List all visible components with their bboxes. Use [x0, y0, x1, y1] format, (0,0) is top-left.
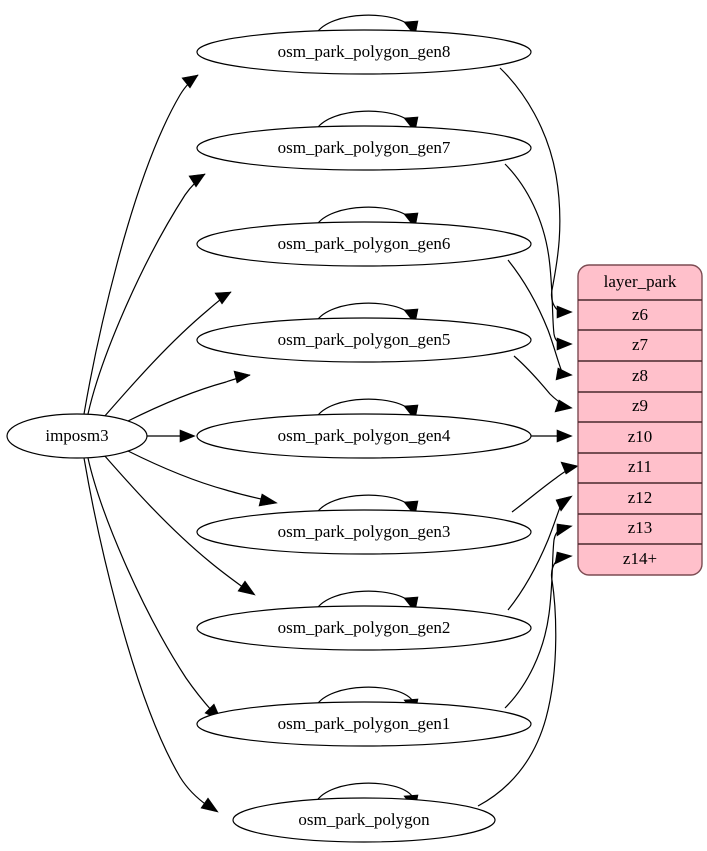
gen5-ellipse[interactable]	[196, 317, 532, 363]
imposm3-ellipse[interactable]	[6, 413, 148, 459]
gen7-ellipse[interactable]	[196, 125, 532, 171]
edge-imposm3-to-gen8	[83, 74, 199, 415]
gen3-label: osm_park_polygon_gen3	[278, 522, 451, 541]
gen2-label: osm_park_polygon_gen2	[278, 618, 451, 637]
gen4-ellipse[interactable]	[196, 413, 532, 459]
node-osm-park-polygon-gen5[interactable]: osm_park_polygon_gen5	[196, 317, 532, 363]
gen2-ellipse[interactable]	[196, 605, 532, 651]
edge-imposm3-to-gen4	[147, 429, 196, 443]
edge-gen3-to-z11	[511, 461, 579, 513]
gen1-label: osm_park_polygon_gen1	[278, 714, 451, 733]
node-osm-park-polygon-gen8[interactable]: osm_park_polygon_gen8	[196, 29, 532, 75]
table-row-z6[interactable]: z6	[632, 305, 648, 324]
edge-imposm3-to-gen5	[125, 370, 251, 423]
table-row-z14plus[interactable]: z14+	[623, 549, 657, 568]
layer-park-title: layer_park	[604, 272, 677, 291]
gen1-ellipse[interactable]	[196, 701, 532, 747]
edge-imposm3-to-gen1	[87, 457, 222, 721]
gen6-label: osm_park_polygon_gen6	[278, 234, 451, 253]
gen8-label: osm_park_polygon_gen8	[278, 42, 451, 61]
edge-gen4-to-z10	[531, 429, 573, 443]
edge-imposm3-to-gen7	[87, 173, 206, 415]
node-osm-park-polygon[interactable]: osm_park_polygon	[232, 797, 496, 843]
edge-gen6-to-z8	[507, 259, 573, 381]
edge-imposm3-to-gen2	[103, 454, 256, 596]
osm-park-polygon-ellipse[interactable]	[232, 797, 496, 843]
osm-park-polygon-label: osm_park_polygon	[298, 810, 430, 829]
layer-park-table-body[interactable]	[577, 264, 703, 576]
table-row-z13[interactable]: z13	[628, 518, 653, 537]
edge-gen2-to-z12	[507, 495, 573, 611]
gen3-ellipse[interactable]	[196, 509, 532, 555]
table-row-z9[interactable]: z9	[632, 396, 648, 415]
edge-imposm3-to-gen3	[125, 449, 278, 507]
gen8-ellipse[interactable]	[196, 29, 532, 75]
gen4-label: osm_park_polygon_gen4	[278, 426, 451, 445]
table-row-z7[interactable]: z7	[632, 335, 649, 354]
node-osm-park-polygon-gen3[interactable]: osm_park_polygon_gen3	[196, 509, 532, 555]
table-row-z11[interactable]: z11	[628, 457, 652, 476]
node-layer-park-table[interactable]: layer_park z6 z7 z8 z9 z10 z11 z12 z13 z…	[577, 264, 703, 576]
edges-processes-to-table	[477, 67, 579, 807]
edge-gen7-to-z7	[504, 163, 573, 351]
edge-imposm3-to-gen6	[103, 291, 232, 418]
node-osm-park-polygon-gen2[interactable]: osm_park_polygon_gen2	[196, 605, 532, 651]
gen5-label: osm_park_polygon_gen5	[278, 330, 451, 349]
edge-gen5-to-z9	[513, 355, 573, 413]
imposm3-label: imposm3	[45, 426, 108, 445]
gen6-ellipse[interactable]	[196, 221, 532, 267]
node-osm-park-polygon-gen1[interactable]: osm_park_polygon_gen1	[196, 701, 532, 747]
edge-gen8-to-z6	[499, 67, 573, 319]
node-osm-park-polygon-gen4[interactable]: osm_park_polygon_gen4	[196, 413, 532, 459]
edge-imposm3-to-osm-park-polygon	[83, 457, 219, 813]
table-row-z10[interactable]: z10	[628, 427, 653, 446]
node-osm-park-polygon-gen6[interactable]: osm_park_polygon_gen6	[196, 221, 532, 267]
edge-osm-park-polygon-to-z14	[477, 551, 573, 807]
edges-source-to-processes	[83, 74, 278, 813]
node-osm-park-polygon-gen7[interactable]: osm_park_polygon_gen7	[196, 125, 532, 171]
edge-gen1-to-z13	[504, 523, 573, 709]
table-row-z12[interactable]: z12	[628, 488, 653, 507]
node-imposm3[interactable]: imposm3	[6, 413, 148, 459]
gen7-label: osm_park_polygon_gen7	[278, 138, 451, 157]
table-row-z8[interactable]: z8	[632, 366, 648, 385]
